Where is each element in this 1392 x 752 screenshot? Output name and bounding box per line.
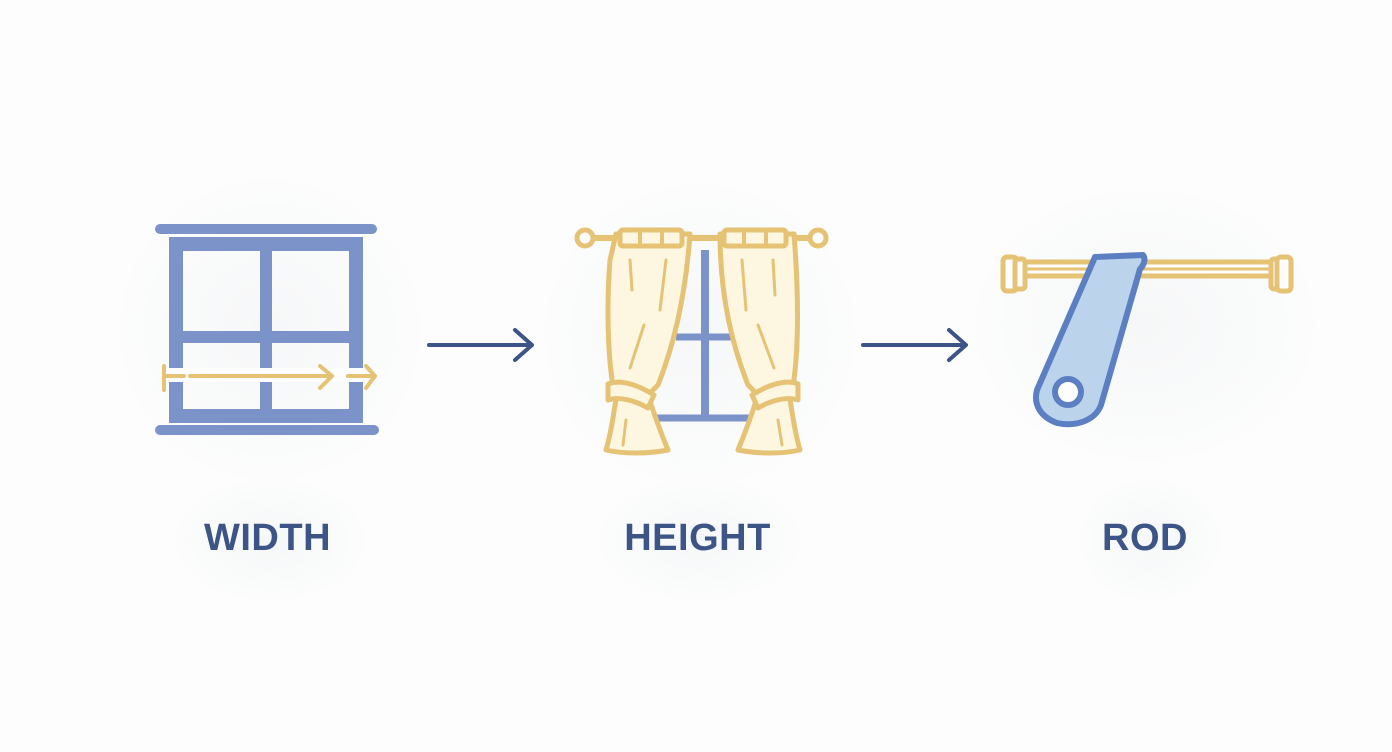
background-glow bbox=[975, 190, 1315, 460]
curtain-rod-bracket-icon bbox=[1000, 252, 1294, 428]
arrow-right-icon bbox=[427, 328, 534, 362]
curtain-height-icon bbox=[574, 227, 829, 456]
step-height bbox=[568, 220, 838, 465]
step-label-width: WIDTH bbox=[203, 517, 332, 559]
step-label-rod: ROD bbox=[1102, 517, 1188, 559]
step-rod bbox=[995, 245, 1300, 440]
background-glow bbox=[1080, 480, 1220, 600]
background-glow bbox=[600, 480, 800, 600]
step-width bbox=[150, 220, 390, 450]
connector-arrow-2 bbox=[859, 326, 974, 371]
arrow-right-icon bbox=[861, 328, 968, 362]
connector-arrow-1 bbox=[425, 326, 540, 371]
window-width-icon bbox=[155, 224, 384, 435]
step-label-height: HEIGHT bbox=[624, 517, 771, 559]
background-glow bbox=[175, 480, 365, 600]
